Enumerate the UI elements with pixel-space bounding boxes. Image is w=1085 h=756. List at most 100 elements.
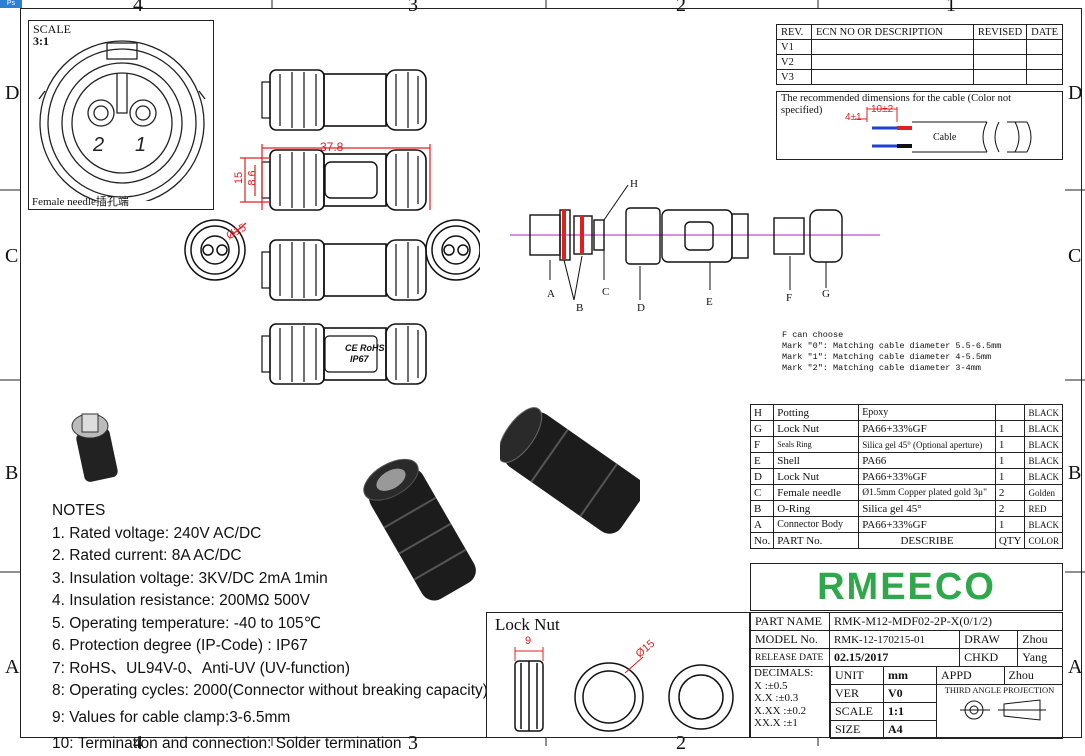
bom-row: G Lock Nut PA66+33%GF 1 BLACK <box>749 420 1063 437</box>
zone-bottom-4: 4 <box>133 732 143 754</box>
company-logo: RMEECO <box>817 566 996 608</box>
bom-no: D <box>749 468 775 485</box>
callout-g: G <box>822 288 830 300</box>
lock-nut-width: 9 <box>525 635 532 647</box>
bom-desc: PA66+33%GF <box>858 516 996 533</box>
exploded-view <box>510 184 880 301</box>
note-item: 8: Operating cycles: 2000(Connector with… <box>52 682 488 699</box>
dim-length: 37.8 <box>320 140 344 154</box>
f-note-line: Mark "2": Matching cable diameter 3-4mm <box>782 363 981 373</box>
zone-bottom-3: 3 <box>408 732 418 754</box>
tolerance-line: X.X :±0.3 <box>754 692 799 704</box>
tb-release: 02.15/2017 <box>828 648 961 667</box>
tb-draw: Zhou <box>1017 630 1063 649</box>
revision-table: REV. ECN NO OR DESCRIPTION REVISED DATE … <box>776 24 1063 85</box>
tb-model: RMK-12-170215-01 <box>828 630 961 649</box>
bom-no: G <box>749 420 775 437</box>
bom-desc: Silica gel 45° <box>858 500 996 517</box>
app-badge: Ps <box>0 0 22 8</box>
bom-part: O-Ring <box>773 500 860 517</box>
note-item: 6. Protection degree (IP-Code) : IP67 <box>52 637 308 654</box>
scale-label: SCALE <box>33 22 72 36</box>
zone-left-D: D <box>5 82 20 104</box>
f-note-line: F can choose <box>782 330 844 340</box>
bom-no: C <box>749 484 775 501</box>
tb-appd: Zhou <box>1003 666 1064 685</box>
tolerance-line: XX.X :±1 <box>754 717 798 729</box>
bom-part: Seals Ring <box>773 436 860 453</box>
cable-drawing <box>855 107 1032 153</box>
tb-label: SCALE <box>830 702 884 721</box>
scale-value: 3:1 <box>33 34 49 48</box>
bom-qty: 2 <box>994 500 1026 517</box>
tb-ver: V0 <box>883 684 937 703</box>
lock-nut-title: Lock Nut <box>495 615 560 634</box>
bom-row: C Female needle Ø1.5mm Copper plated gol… <box>749 484 1063 501</box>
tb-label: DRAW <box>959 630 1019 649</box>
cable-note-box: The recommended dimensions for the cable… <box>776 91 1063 160</box>
title-block-lower: UNIT mm APPD Zhou VER V0 THIRD ANGLE PRO… <box>830 666 1064 739</box>
callout-h: H <box>630 178 638 190</box>
bom-desc: Epoxy <box>858 404 996 421</box>
bom-color: BLACK <box>1024 452 1063 469</box>
title-block: PART NAME RMK-M12-MDF02-2P-X(0/1/2) MODE… <box>750 612 1063 667</box>
bom-qty: 1 <box>994 468 1026 485</box>
bom-desc: PA66 <box>858 452 996 469</box>
bom-row: B O-Ring Silica gel 45° 2 RED <box>749 500 1063 517</box>
rev-header: REV. <box>776 24 812 40</box>
bom-header-color: COLOR <box>1024 532 1063 549</box>
tb-label: UNIT <box>830 666 884 685</box>
f-note-line: Mark "1": Matching cable diameter 4-5.5m… <box>782 352 992 362</box>
tb-label: RELEASE DATE <box>750 648 830 667</box>
bom-row: D Lock Nut PA66+33%GF 1 BLACK <box>749 468 1063 485</box>
mark-ip67: IP67 <box>350 354 369 364</box>
zone-top-1: 1 <box>946 0 956 16</box>
cable-dim-a: 4±1 <box>845 112 862 123</box>
bom-qty: 1 <box>994 420 1026 437</box>
bom-row: A Connector Body PA66+33%GF 1 BLACK <box>749 516 1063 533</box>
tolerance-line: X.XX :±0.2 <box>754 704 807 717</box>
bom-row: F Seals Ring Silica gel 45° (Optional ap… <box>749 436 1063 453</box>
bom-color: BLACK <box>1024 516 1063 533</box>
female-face-drawing: 2 1 <box>38 40 206 201</box>
note-item: 2. Rated current: 8A AC/DC <box>52 547 242 564</box>
bom-qty: 2 <box>994 484 1026 501</box>
zone-left-B: B <box>5 462 19 484</box>
pin-label-2: 2 <box>92 134 104 156</box>
bom-color: BLACK <box>1024 420 1063 437</box>
zone-right-C: C <box>1068 245 1082 267</box>
tb-label: PART NAME <box>750 612 830 631</box>
cable-note-text: The recommended dimensions for the cable… <box>781 93 1012 116</box>
bom-no: A <box>749 516 775 533</box>
note-item: 3. Insulation voltage: 3KV/DC 2mA 1min <box>52 569 328 587</box>
note-item: 10: Termination and connection: Solder t… <box>52 735 402 752</box>
bom-no: E <box>749 452 775 469</box>
zone-top-4: 4 <box>133 0 143 16</box>
tb-label: CHKD <box>959 648 1019 667</box>
f-note-line: Mark "0": Matching cable diameter 5.5-6.… <box>782 341 1002 351</box>
bom-qty: 1 <box>994 436 1026 453</box>
projection-cell: THIRD ANGLE PROJECTION <box>936 684 1063 739</box>
zone-right-D: D <box>1068 82 1083 104</box>
notes-block: NOTES 1. Rated voltage: 240V AC/DC 2. Ra… <box>52 500 488 756</box>
bom-part: Female needle <box>773 484 860 501</box>
zone-bottom-2: 2 <box>676 732 686 754</box>
note-item: 1. Rated voltage: 240V AC/DC <box>52 524 262 542</box>
bom-color: BLACK <box>1024 404 1063 421</box>
f-note: F can choose Mark "0": Matching cable di… <box>782 330 1001 374</box>
bom-no: F <box>749 436 775 453</box>
tb-chkd: Yang <box>1017 648 1063 667</box>
bom-header-row: No. PART No. DESCRIBE QTY COLOR <box>749 532 1063 549</box>
cable-label: Cable <box>933 132 957 143</box>
tb-label: MODEL No. <box>750 630 830 649</box>
callout-a: A <box>547 288 555 300</box>
bom-qty: 1 <box>994 516 1026 533</box>
bom-no: H <box>749 404 775 421</box>
bom-color: RED <box>1024 500 1063 517</box>
bom-desc: PA66+33%GF <box>858 420 996 437</box>
note-item: 7: RoHS、UL94V-0、Anti-UV (UV-function) <box>52 659 351 677</box>
zone-right-A: A <box>1068 656 1083 678</box>
bom-header-no: No. <box>749 532 775 549</box>
bom-part: Lock Nut <box>773 468 860 485</box>
bom-color: BLACK <box>1024 468 1063 485</box>
